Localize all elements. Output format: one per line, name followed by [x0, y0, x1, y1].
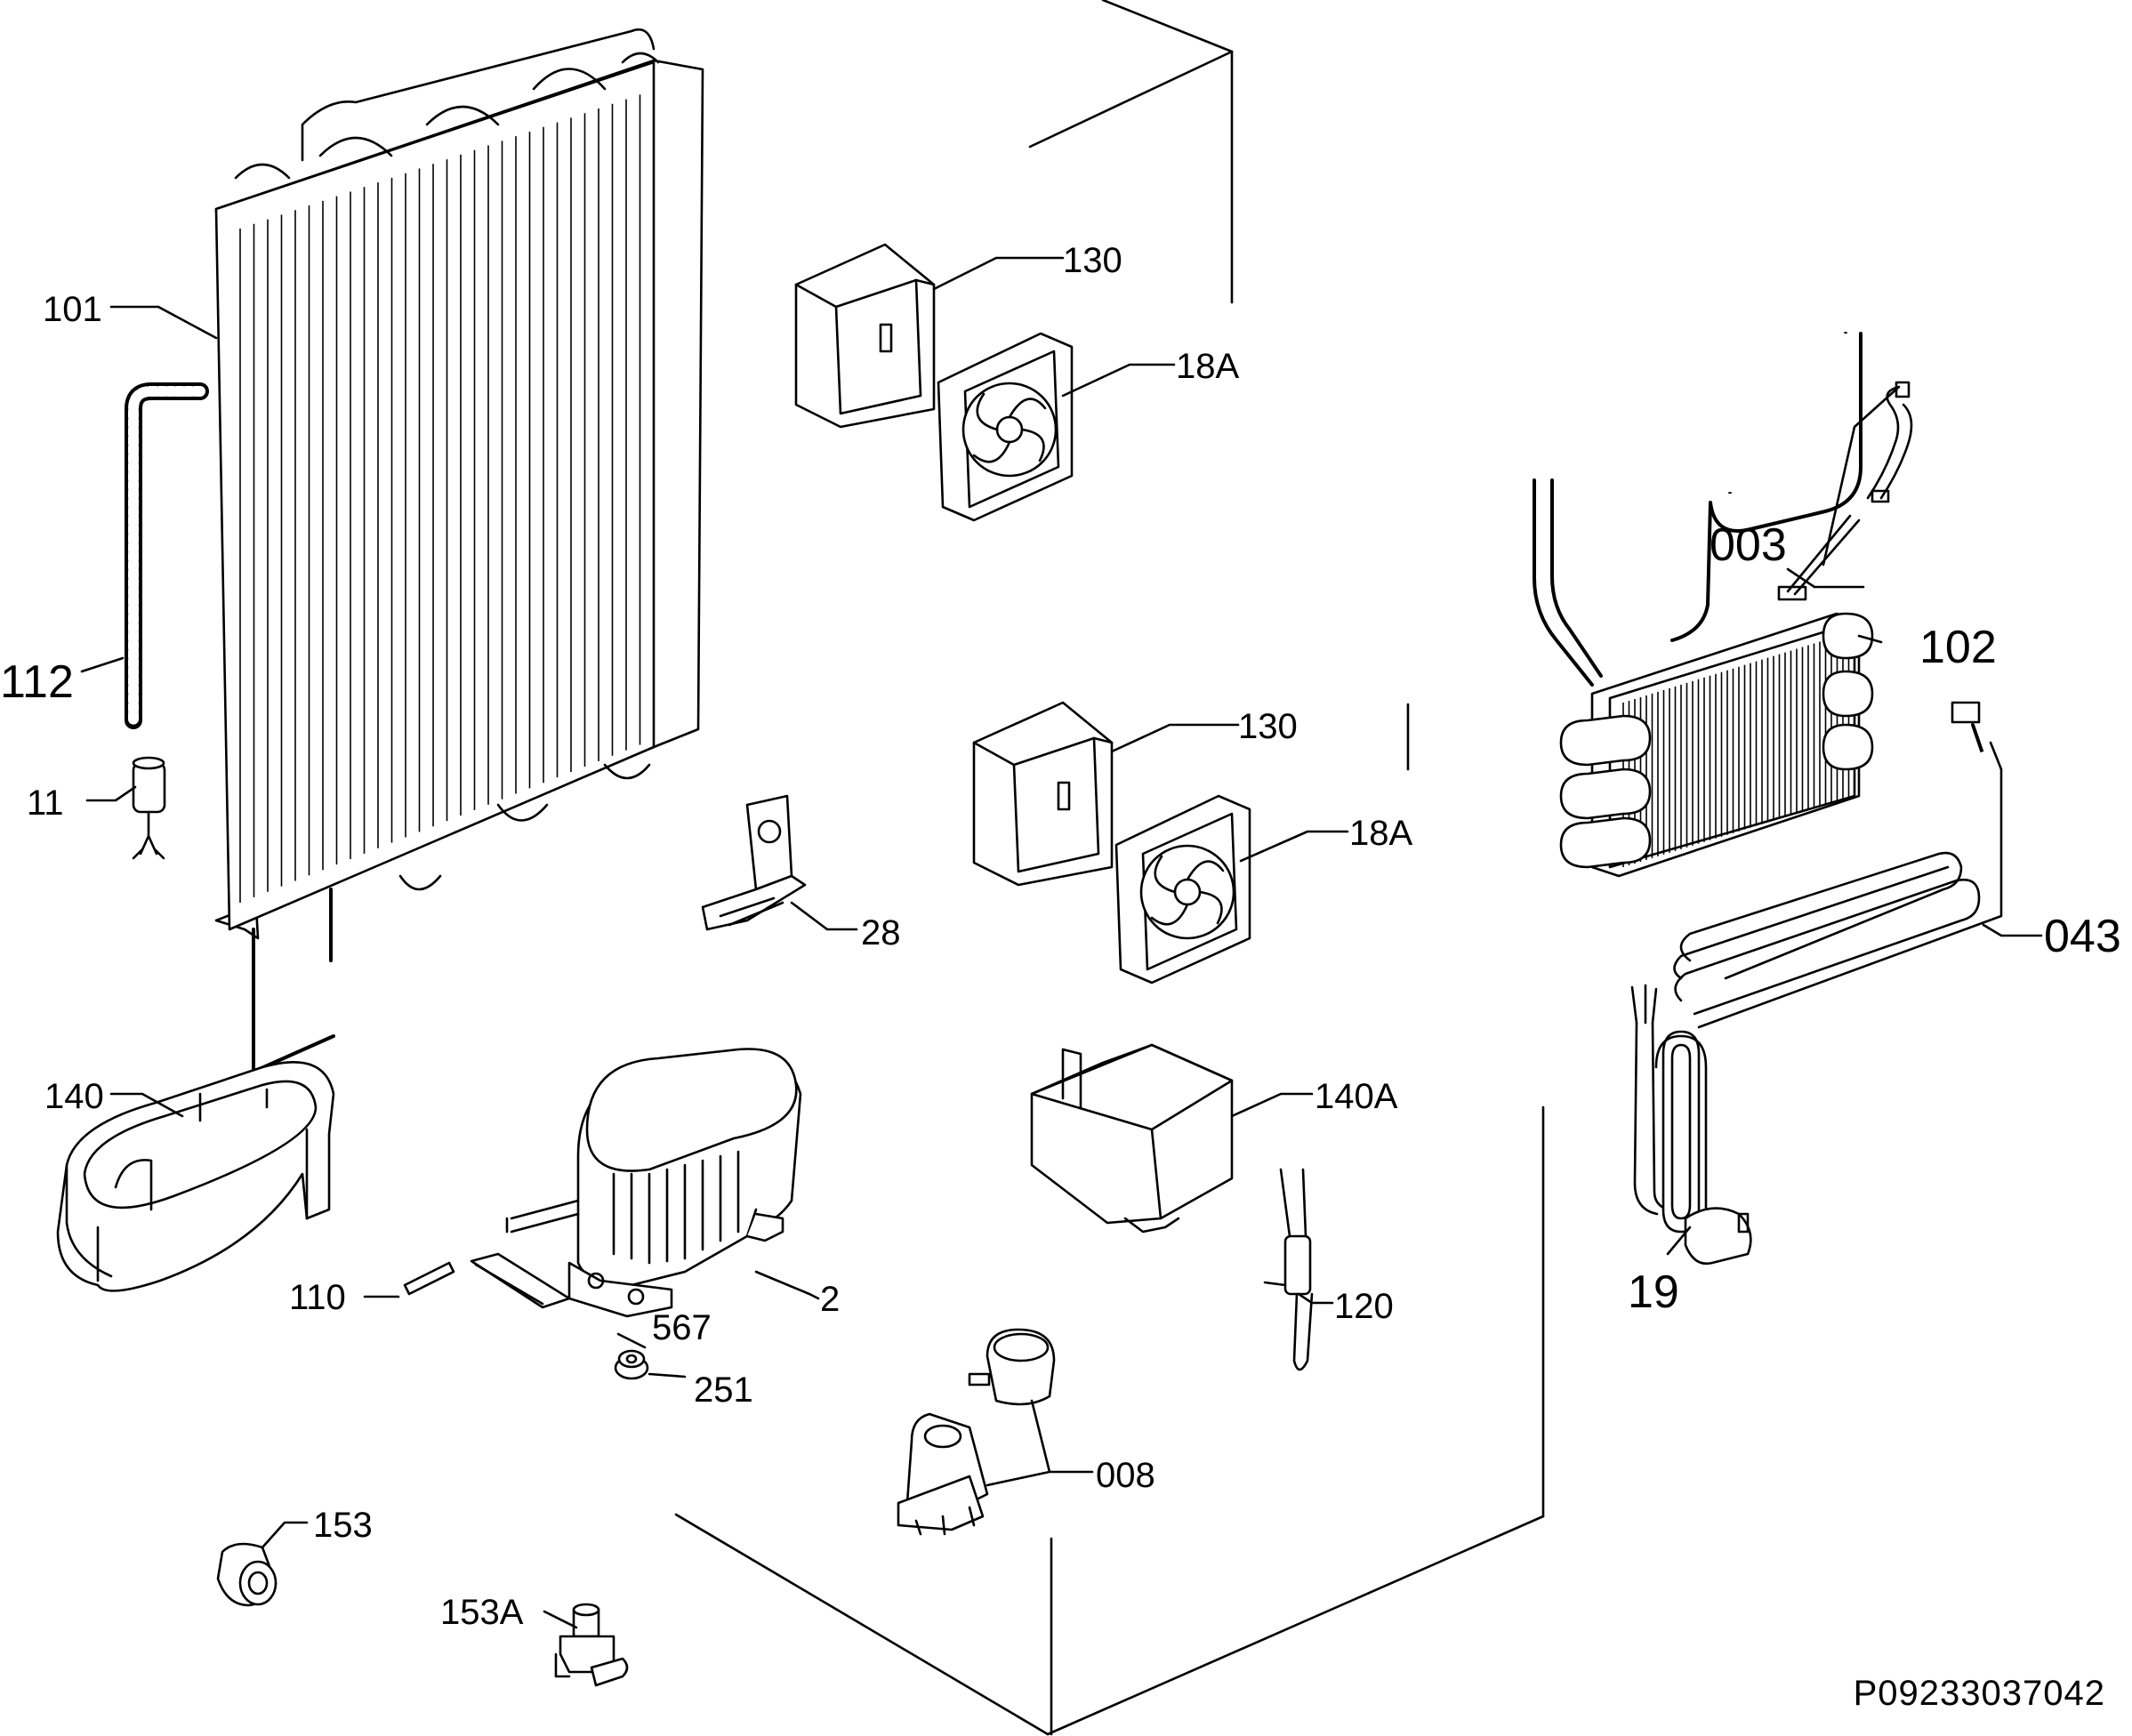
label-153A: 153A	[440, 1593, 524, 1632]
thermostat-sensor[interactable]	[1263, 1168, 1314, 1371]
label-008: 008	[1096, 1456, 1155, 1495]
label-140: 140	[44, 1077, 104, 1116]
label-102: 102	[1919, 622, 1997, 673]
capillary-tube[interactable]	[125, 382, 209, 729]
label-112: 112	[0, 656, 74, 708]
leader-lines	[80, 256, 2043, 1629]
label-101: 101	[43, 290, 102, 329]
label-130-upper: 130	[1063, 241, 1122, 280]
condenser[interactable]	[214, 28, 704, 1073]
defrost-heater[interactable]	[1673, 701, 2003, 1029]
cabinet-outline	[674, 0, 1545, 1736]
label-251: 251	[694, 1370, 753, 1410]
drip-tray[interactable]	[56, 1060, 335, 1292]
fan-frame-lower[interactable]	[972, 701, 1114, 887]
mounting-plate[interactable]	[470, 1252, 571, 1309]
label-19: 19	[1628, 1266, 1679, 1318]
label-11: 11	[27, 784, 64, 823]
tube-connector[interactable]	[403, 1261, 455, 1296]
label-567: 567	[652, 1308, 712, 1347]
label-18A-lower: 18A	[1349, 814, 1412, 853]
relay-overload[interactable]	[897, 1328, 1056, 1536]
bushing[interactable]	[216, 1542, 278, 1607]
fan-frame-upper[interactable]	[794, 243, 936, 429]
label-043: 043	[2044, 911, 2121, 962]
label-18A-upper: 18A	[1176, 347, 1239, 386]
valve[interactable]	[554, 1603, 629, 1687]
bracket[interactable]	[701, 794, 807, 931]
label-130-lower: 130	[1238, 707, 1298, 746]
label-153: 153	[313, 1506, 373, 1545]
label-2: 2	[820, 1280, 840, 1319]
drier-filter[interactable]	[132, 756, 166, 860]
document-id: P09233037042	[1853, 1674, 2105, 1713]
label-28: 28	[861, 913, 901, 952]
fan-upper[interactable]	[937, 332, 1074, 522]
label-003: 003	[1710, 519, 1787, 571]
wiring-connector[interactable]	[1777, 381, 1913, 601]
label-120: 120	[1334, 1287, 1394, 1326]
heater-element[interactable]	[1630, 984, 1752, 1266]
part-labels: 101 112 11 130 18A 130 18A 28 003 102 04…	[0, 241, 2121, 1632]
cover[interactable]	[1030, 1043, 1234, 1234]
evaporator[interactable]	[1533, 332, 1874, 878]
grommet[interactable]	[614, 1349, 649, 1380]
label-110: 110	[289, 1278, 346, 1317]
label-140A: 140A	[1315, 1077, 1398, 1116]
compressor[interactable]	[505, 1048, 802, 1318]
fan-lower[interactable]	[1114, 794, 1251, 985]
